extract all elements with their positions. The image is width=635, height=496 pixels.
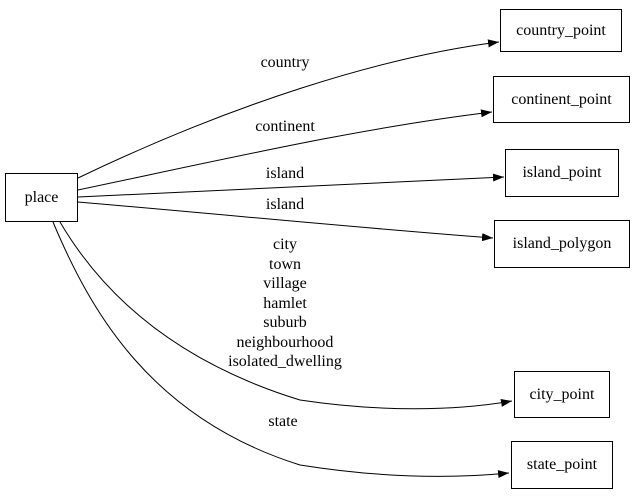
node-city-point-label: city_point	[529, 385, 595, 403]
edge-label-country: country	[260, 54, 310, 71]
edge-label-city-group: city town village hamlet suburb neighbou…	[228, 235, 342, 372]
node-state-point-label: state_point	[526, 456, 598, 473]
node-continent-point-label: continent_point	[511, 90, 612, 108]
edge-label-neighbourhood: neighbourhood	[236, 333, 334, 351]
edge-place-continent-point	[77, 109, 493, 191]
edge-label-village: village	[263, 275, 307, 292]
edge-label-island-polygon: island	[265, 196, 305, 213]
node-island-point-label: island_point	[522, 164, 602, 181]
node-state-point: state_point	[511, 441, 613, 489]
node-country-point-label: country_point	[516, 21, 606, 39]
edge-place-country-point	[77, 39, 500, 179]
node-island-point: island_point	[505, 149, 619, 197]
edge-place-city-point	[59, 221, 513, 410]
edge-label-suburb: suburb	[263, 314, 307, 331]
node-city-point: city_point	[514, 371, 610, 418]
node-country-point: country_point	[500, 9, 622, 52]
edge-place-state-point	[52, 221, 510, 479]
node-continent-point: continent_point	[493, 76, 630, 123]
edge-label-town: town	[268, 255, 301, 273]
edge-label-island-point: island	[265, 165, 305, 182]
node-place-label: place	[24, 188, 59, 206]
edge-place-island-polygon	[77, 201, 494, 242]
edge-label-state: state	[268, 413, 298, 430]
edge-label-continent: continent	[255, 118, 315, 135]
edge-label-hamlet: hamlet	[263, 294, 307, 312]
node-place: place	[5, 173, 78, 222]
edge-place-island-point	[77, 173, 505, 198]
node-island-polygon: island_polygon	[494, 220, 630, 268]
edge-label-isolated-dwelling: isolated_dwelling	[228, 353, 342, 370]
edge-label-city: city	[272, 236, 297, 253]
node-island-polygon-label: island_polygon	[512, 235, 612, 252]
